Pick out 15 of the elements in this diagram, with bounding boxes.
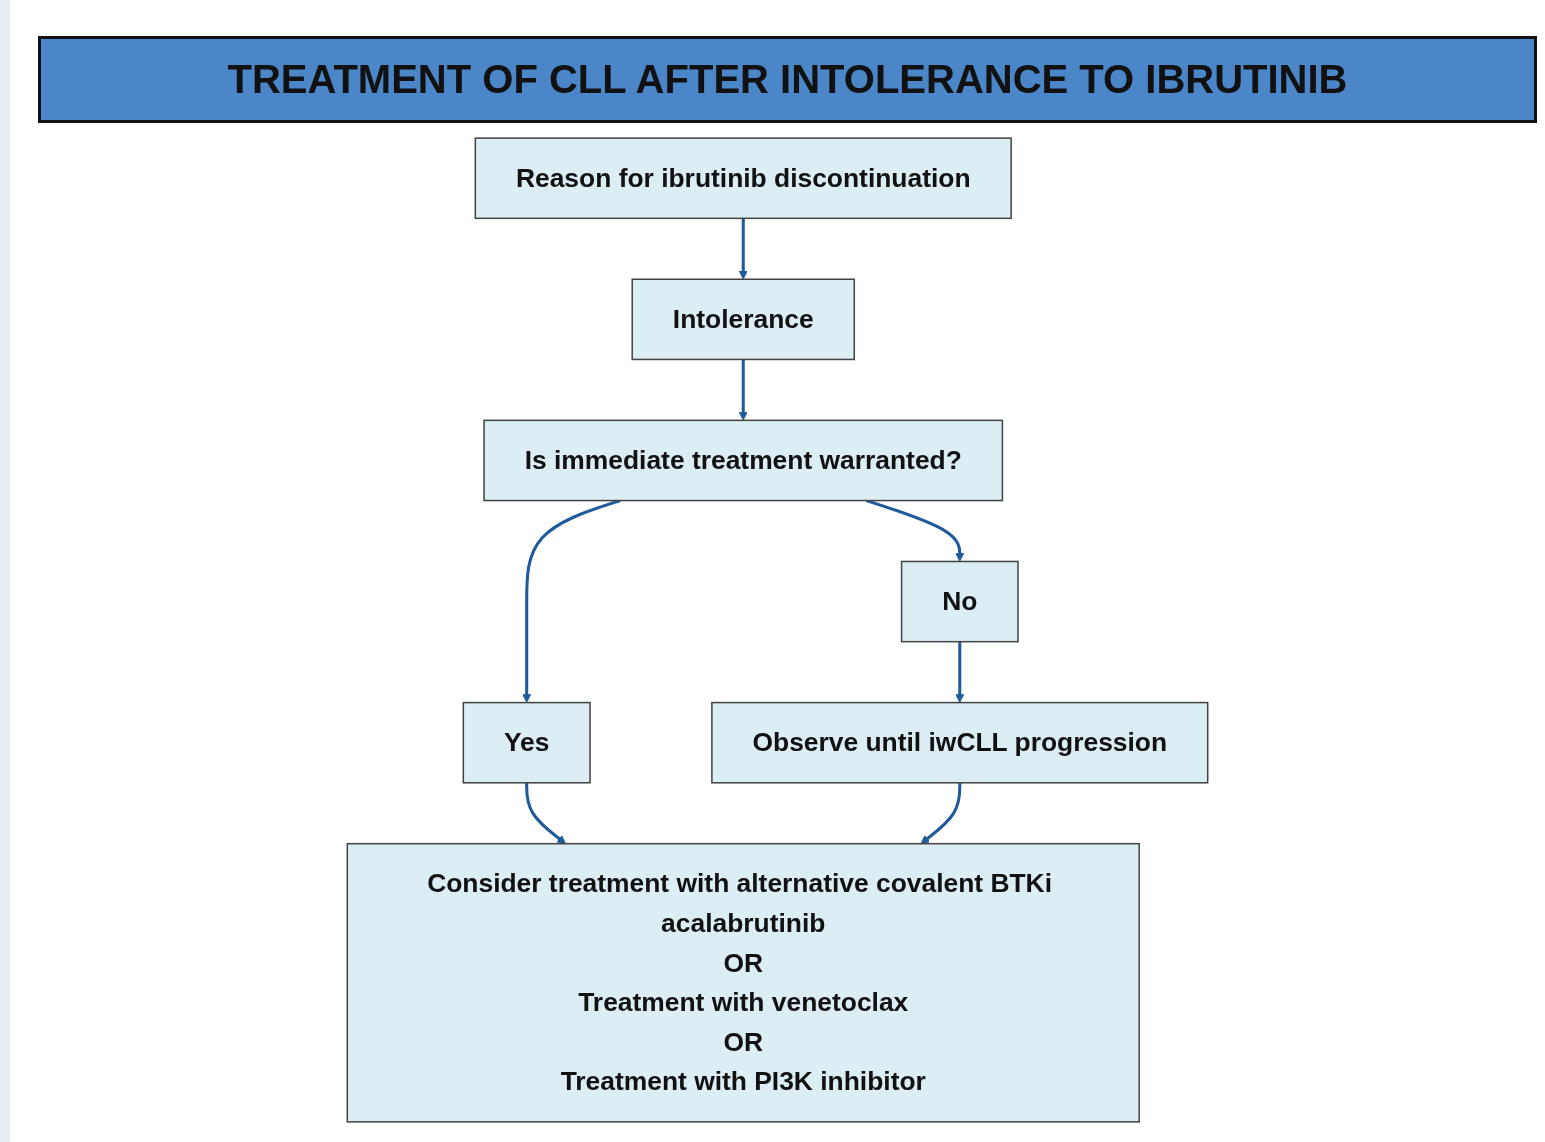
- arrow: [738, 218, 748, 280]
- node-box: Is immediate treatment warranted?: [483, 419, 1004, 502]
- arrow: [738, 359, 748, 421]
- arrow: [920, 782, 962, 845]
- arrow: [522, 499, 621, 703]
- arrow: [865, 499, 965, 562]
- node-box: Reason for ibrutinib discontinuation: [474, 137, 1012, 220]
- title-banner: TREATMENT OF CLL AFTER INTOLERANCE TO IBRUTINIB: [38, 36, 1537, 123]
- node-box: Observe until iwCLL progression: [711, 701, 1209, 784]
- arrow: [525, 782, 566, 845]
- node-box: Consider treatment with alternative covalent BTKi acalabrutinib OR Treatment with venetoclax OR Treatment with PI3K inhibitor: [346, 842, 1140, 1123]
- node-box: Yes: [462, 701, 591, 784]
- node-box: Intolerance: [631, 278, 856, 361]
- node-box: No: [900, 560, 1019, 643]
- arrow: [955, 641, 965, 703]
